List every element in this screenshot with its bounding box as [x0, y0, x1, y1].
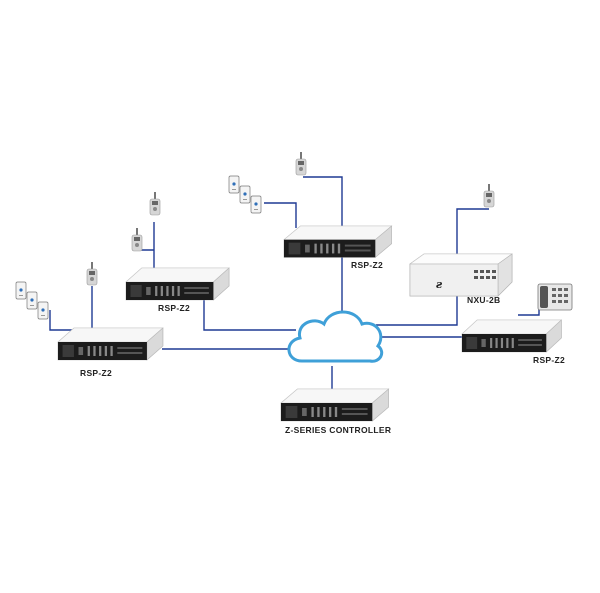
smartphone-icon — [239, 185, 251, 204]
link-rsp-mid — [203, 300, 296, 331]
smartphone-group-left — [15, 281, 49, 320]
link-nxu — [376, 292, 458, 326]
nxu-2b-device: ƨ — [409, 253, 513, 297]
link-radios-mid — [141, 222, 155, 270]
smartphone-icon — [250, 195, 262, 214]
rsp-z2-left-device — [57, 327, 164, 361]
two-way-radio-icon — [86, 261, 98, 286]
rsp-z2-top-label: RSP-Z2 — [351, 260, 384, 270]
connection-lines — [49, 176, 540, 392]
rsp-z2-mid-device — [125, 267, 230, 301]
link-radio-nxu — [456, 208, 489, 260]
svg-text:ƨ: ƨ — [436, 278, 443, 291]
rsp-z2-top-device — [283, 225, 393, 258]
desk-telephone-icon — [537, 283, 573, 311]
smartphone-icon — [228, 175, 240, 194]
link-deskphone — [518, 300, 540, 316]
two-way-radio-icon — [483, 183, 495, 208]
link-phones-top — [264, 176, 343, 228]
two-way-radio-icon — [149, 191, 161, 216]
rsp-z2-mid-label: RSP-Z2 — [158, 303, 191, 313]
two-way-radio-icon — [131, 227, 143, 252]
z-series-controller-label: Z-SERIES CONTROLLER — [285, 425, 392, 435]
rsp-z2-right-device — [461, 319, 562, 353]
controller-device — [280, 388, 390, 422]
link-phones-left — [49, 310, 74, 331]
cloud-icon — [287, 310, 384, 363]
smartphone-icon — [15, 281, 27, 300]
smartphone-group-top — [228, 175, 262, 214]
two-way-radio-icon — [295, 151, 307, 176]
rsp-z2-left-label: RSP-Z2 — [80, 368, 113, 378]
smartphone-icon — [26, 291, 38, 310]
nxu-2b-label: NXU-2B — [467, 295, 501, 305]
smartphone-icon — [37, 301, 49, 320]
rsp-z2-right-label: RSP-Z2 — [533, 355, 566, 365]
